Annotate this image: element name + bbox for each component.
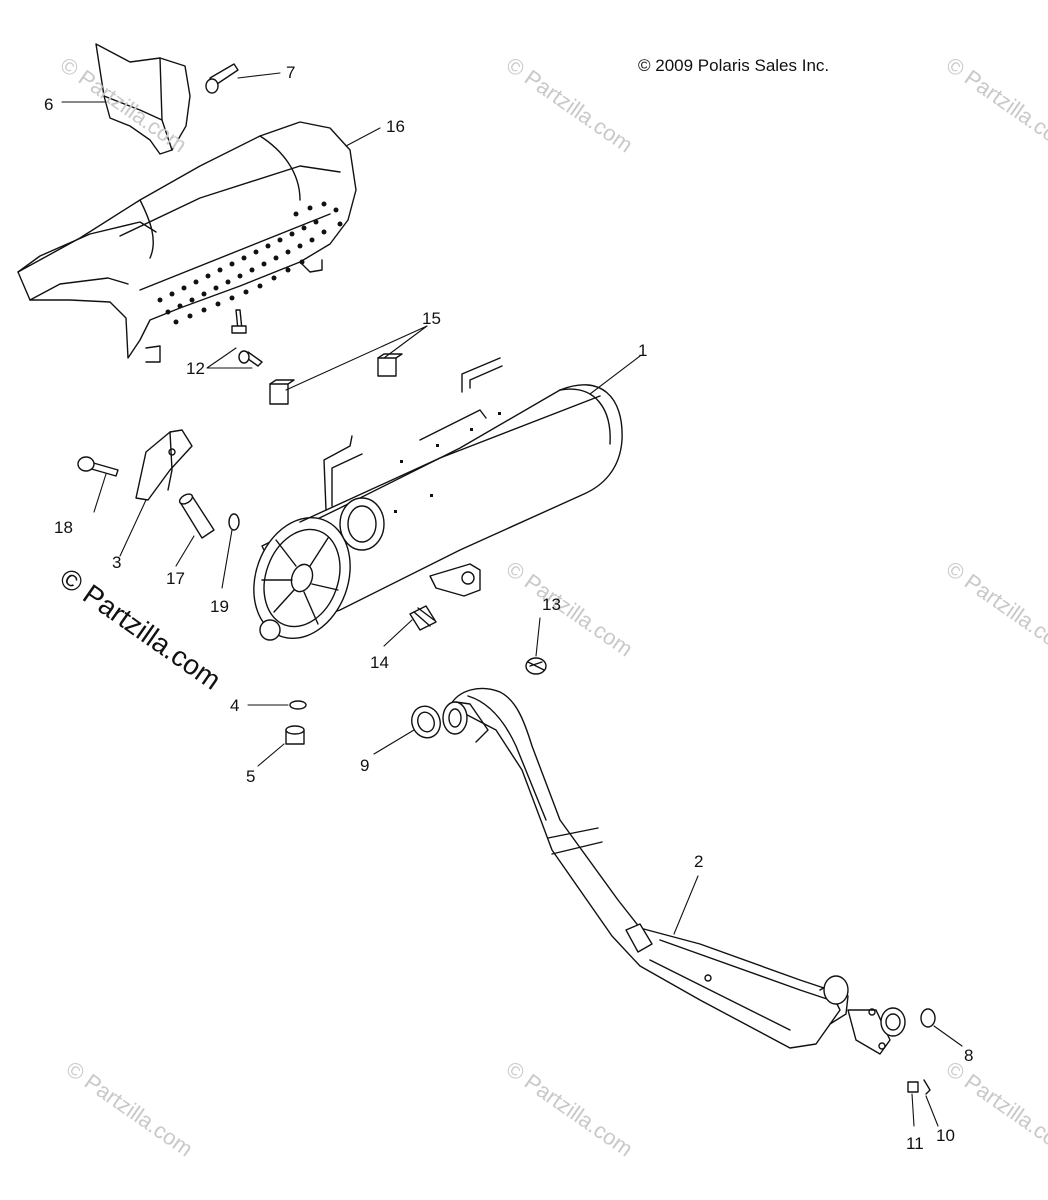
callout-2: 2 (694, 852, 704, 871)
part-4-washer (289, 700, 307, 710)
copyright-notice: © 2009 Polaris Sales Inc. (638, 56, 830, 75)
callout-11: 11 (906, 1134, 924, 1153)
callout-8: 8 (964, 1046, 974, 1065)
callout-4: 4 (230, 696, 240, 715)
part-11-nut (907, 1081, 919, 1093)
callout-18: 18 (54, 518, 73, 537)
callout-13: 13 (542, 595, 561, 614)
leader-lines (61, 72, 963, 1127)
part-13-spring (525, 657, 547, 675)
callout-9: 9 (360, 756, 370, 775)
callout-14: 14 (370, 653, 389, 672)
part-19-washer (228, 513, 240, 531)
callout-7: 7 (286, 63, 296, 82)
callout-6: 6 (44, 95, 54, 114)
heat-shield-perforations (157, 201, 343, 325)
part-1-muffler (253, 357, 623, 641)
part-17-sleeve (178, 493, 215, 539)
part-8-gasket (920, 1008, 936, 1028)
part-10-clip (923, 1079, 931, 1095)
part-6-heat-shield-bracket (95, 43, 191, 155)
part-5-plug (285, 725, 305, 745)
part-14-clip (409, 605, 437, 631)
part-18-bolt (77, 456, 119, 477)
part-15-clips (269, 353, 403, 405)
callout-16: 16 (386, 117, 405, 136)
part-12-screws (231, 309, 263, 367)
part-9-gasket (411, 705, 441, 739)
callout-3: 3 (112, 553, 122, 572)
part-2-head-pipe (442, 687, 906, 1055)
part-3-bracket (135, 429, 193, 501)
callout-10: 10 (936, 1126, 955, 1145)
callout-1: 1 (638, 341, 648, 360)
callout-12: 12 (186, 359, 205, 378)
part-7-push-rivet (205, 63, 239, 94)
callout-17: 17 (166, 569, 185, 588)
callout-5: 5 (246, 767, 256, 786)
callout-15: 15 (422, 309, 441, 328)
callout-19: 19 (210, 597, 229, 616)
part-16-muffler-heat-shield (17, 121, 357, 363)
